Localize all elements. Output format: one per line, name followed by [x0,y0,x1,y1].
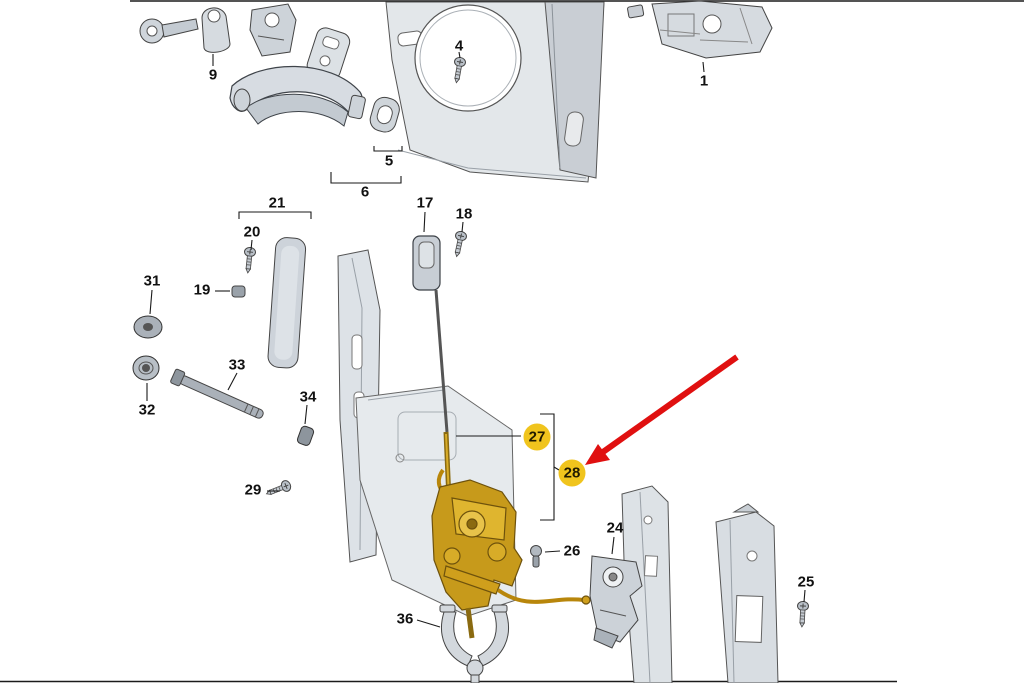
part-26-clip [530,545,542,568]
part-label-4: 4 [454,37,464,55]
part-33-rod [170,368,264,419]
door-handle [229,65,366,127]
trim-strip [267,237,307,369]
part-label-5: 5 [384,152,394,170]
part-17-housing [412,235,449,433]
pointer-arrow [585,354,739,465]
part-label-32: 32 [138,401,156,419]
part-25-screw [795,600,810,628]
leader-lines [146,51,806,628]
part-label-18: 18 [455,205,473,223]
part-label-27-highlighted: 27 [523,423,551,451]
door-inner-panel-top [385,1,605,183]
part-32-grommet [132,355,160,381]
part-34-clip [296,425,315,446]
door-edge-panel-right [715,503,779,683]
part-label-28-highlighted: 28 [558,459,586,487]
part-label-36: 36 [396,610,414,628]
part-label-25: 25 [797,573,815,591]
part-24-latch [589,555,643,649]
part-label-29: 29 [244,481,262,499]
part-label-34: 34 [299,388,317,406]
part-label-33: 33 [228,356,246,374]
part-label-24: 24 [606,519,624,537]
part-label-21: 21 [268,194,286,212]
lock-mechanism-highlighted [431,431,591,639]
part-label-17: 17 [416,194,434,212]
handle-hinge-plate [249,3,297,57]
part-9-hinge-group [139,7,231,53]
door-edge-panel-left [621,485,673,683]
part-label-9: 9 [208,66,218,84]
part-1-bracket [627,0,773,59]
part-label-19: 19 [193,281,211,299]
part-29-screw [263,478,293,500]
part-19-clip [231,285,246,298]
part-label-6: 6 [360,183,370,201]
part-20-screw [241,246,257,274]
part-18-screw [450,229,468,259]
part-label-1: 1 [699,72,709,90]
part-label-20: 20 [243,223,261,241]
part-31-grommet [133,315,163,339]
part-label-26: 26 [563,542,581,560]
part-label-31: 31 [143,272,161,290]
handle-gasket [369,96,400,133]
part-36-fork [439,604,510,683]
